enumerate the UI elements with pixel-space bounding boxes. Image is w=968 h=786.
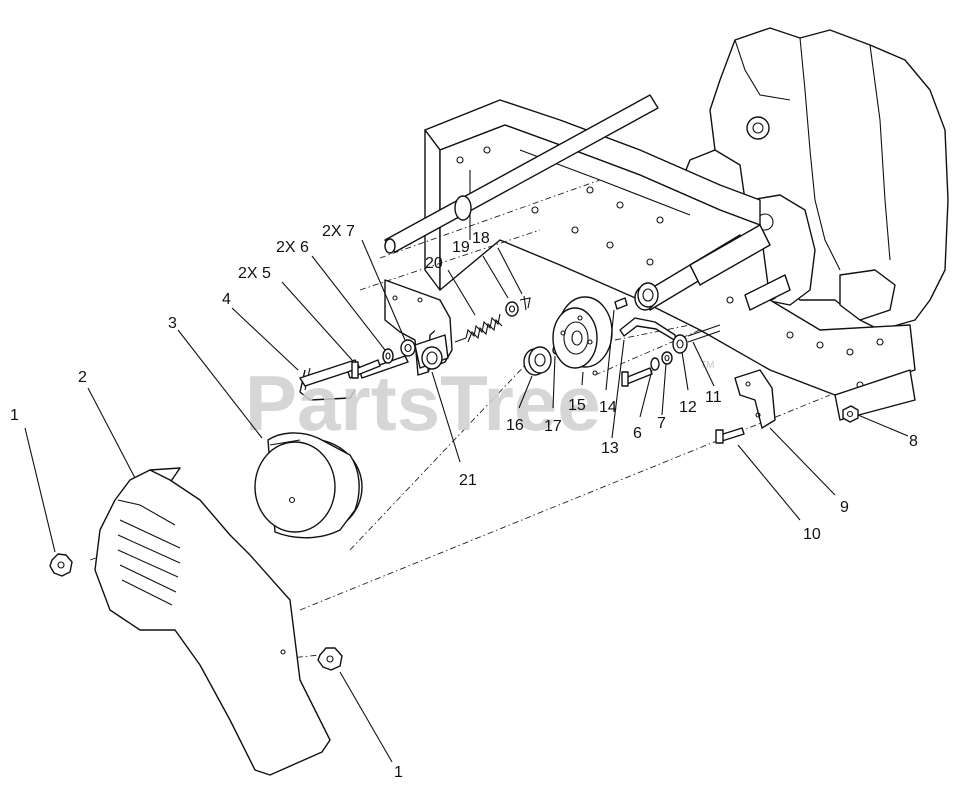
nuts-7 — [400, 339, 416, 357]
drive-pulley — [552, 296, 613, 376]
callout-17: 17 — [544, 418, 562, 435]
callout-13: 13 — [601, 440, 619, 457]
bearing-16 — [523, 346, 552, 376]
key-14 — [614, 297, 628, 310]
pin-11 — [687, 324, 721, 343]
callout-3: 3 — [168, 315, 177, 332]
callout-21: 21 — [459, 472, 477, 489]
callout-20: 20 — [425, 255, 443, 272]
callout-11: 11 — [705, 389, 722, 406]
callout-5: 2X 5 — [238, 265, 271, 282]
nut-8 — [842, 405, 859, 423]
callout-15: 15 — [568, 397, 586, 414]
washers-6 — [382, 348, 394, 364]
callout-7-lower: 7 — [657, 415, 666, 432]
callout-10: 10 — [803, 526, 821, 543]
callout-6-lower: 6 — [633, 425, 642, 442]
watermark-tm: TM — [700, 360, 714, 371]
callout-2: 2 — [78, 369, 87, 386]
u-rod — [299, 355, 409, 401]
washer-19 — [505, 301, 519, 317]
nut-7-lower — [661, 351, 673, 365]
watermark-text: PartsTree — [245, 359, 601, 447]
bolts-5 — [347, 359, 381, 379]
bolt-lower — [621, 367, 653, 387]
idler-spring — [454, 313, 503, 343]
washer-6-lower — [650, 357, 660, 371]
callout-12: 12 — [679, 399, 697, 416]
callout-18: 18 — [472, 230, 490, 247]
callout-14: 14 — [599, 399, 617, 416]
callout-1-right: 1 — [394, 764, 403, 781]
callout-labels: 1 2 3 4 2X 5 2X 6 2X 7 20 19 18 21 16 17… — [10, 223, 918, 781]
knob-1-left — [49, 553, 73, 577]
washer-12 — [672, 334, 688, 354]
blower-housing — [94, 467, 331, 776]
collar — [637, 282, 659, 308]
callout-4: 4 — [222, 291, 231, 308]
callout-1-left: 1 — [10, 407, 19, 424]
axle-shaft — [384, 94, 659, 254]
callout-8: 8 — [909, 433, 918, 450]
callout-19: 19 — [452, 239, 470, 256]
callout-6: 2X 6 — [276, 239, 309, 256]
callout-16: 16 — [506, 417, 524, 434]
knob-1-right — [317, 647, 343, 671]
callout-7: 2X 7 — [322, 223, 355, 240]
idler-bracket — [384, 279, 453, 376]
bolt-10 — [715, 427, 745, 444]
callout-9: 9 — [840, 499, 849, 516]
pulley-cover — [254, 432, 363, 539]
leader-lines — [24, 239, 909, 763]
mounting-bracket — [734, 369, 776, 429]
cotter-pin-18 — [519, 295, 531, 311]
